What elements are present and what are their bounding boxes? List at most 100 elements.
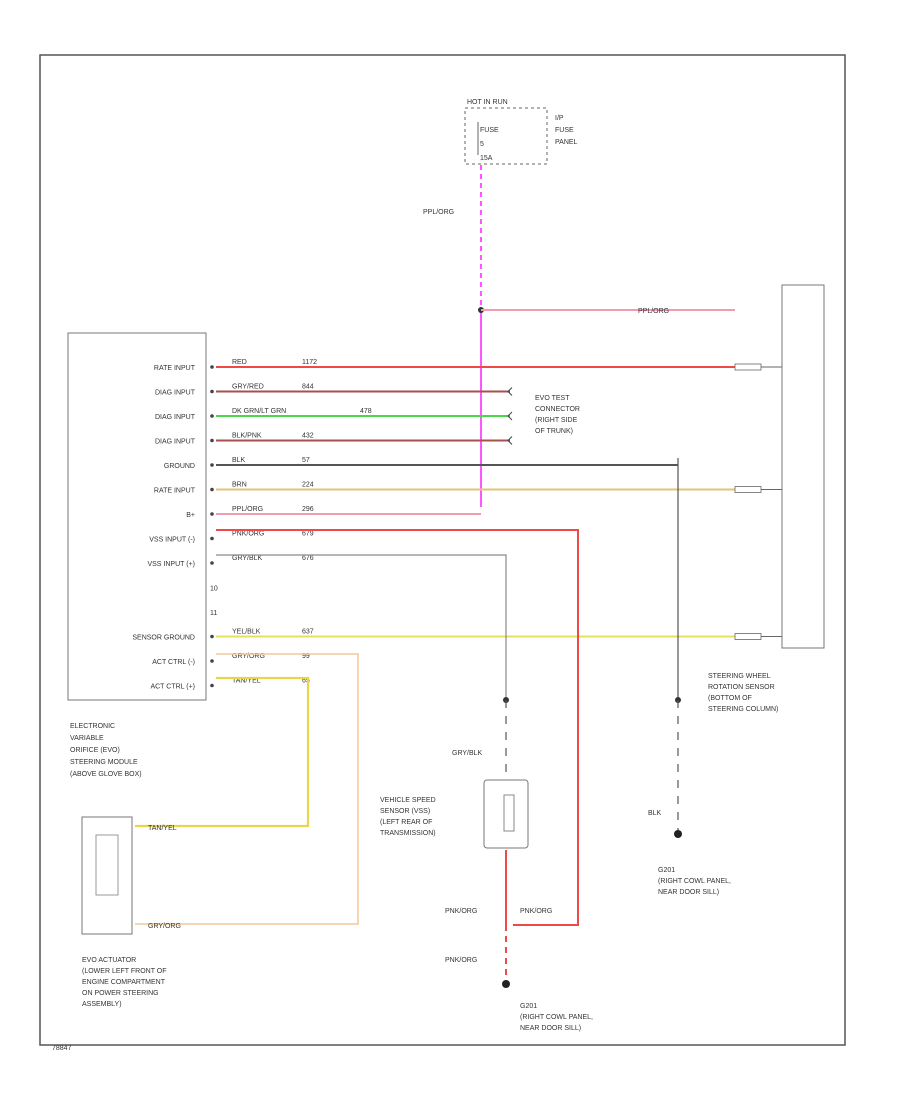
module-pin-label: GROUND	[164, 463, 195, 470]
module-name-line: VARIABLE	[70, 735, 104, 742]
fuse-panel-box	[464, 107, 548, 165]
ground-bottom-line: (RIGHT COWL PANEL,	[520, 1014, 593, 1021]
module-pin-label: SENSOR GROUND	[132, 635, 195, 642]
module-name-line: ELECTRONIC	[70, 723, 115, 730]
actuator-body	[95, 834, 119, 896]
ground-bottom-line: G201	[520, 1003, 537, 1010]
vss-line: TRANSMISSION)	[380, 830, 436, 837]
wire-color-label: GRY/RED	[232, 384, 264, 391]
pnk-org-loop-wire	[216, 529, 579, 926]
gry-org-wire	[135, 653, 359, 925]
wire-color-label: TAN/YEL	[232, 678, 261, 685]
sensor-connector-pin	[734, 486, 762, 493]
actuator-gry-label: GRY/ORG	[148, 923, 181, 930]
fuse-rating: 15A	[480, 155, 493, 162]
vss-box	[483, 779, 529, 849]
wire-color-label: PNK/ORG	[232, 531, 264, 538]
wire-circuit-label: 844	[302, 384, 314, 391]
test-connector-line: EVO TEST	[535, 395, 570, 402]
wire-circuit-label: 57	[302, 457, 310, 464]
ground-right-line: G201	[658, 867, 675, 874]
wire-color-label: BRN	[232, 482, 247, 489]
sensor-feed-label: PPL/ORG	[638, 308, 669, 315]
actuator-tan-label: TAN/YEL	[148, 825, 177, 832]
wire-circuit-label: 296	[302, 506, 314, 513]
pin-terminal	[210, 414, 214, 418]
test-connector-pin	[507, 411, 513, 421]
test-connector: EVO TEST CONNECTOR (RIGHT SIDE OF TRUNK)	[535, 395, 580, 435]
pin-terminal	[210, 536, 214, 541]
test-connector-line: OF TRUNK)	[535, 428, 573, 435]
wire-circuit-label: 99	[302, 653, 310, 660]
wire-color-label: PPL/ORG	[232, 506, 263, 513]
feed-wire-label: PPL/ORG	[423, 209, 454, 216]
ground-right-name: G201 (RIGHT COWL PANEL, NEAR DOOR SILL)	[658, 867, 731, 896]
module-pin-label: ACT CTRL (+)	[150, 684, 195, 691]
fuse-hot-label: HOT IN RUN	[467, 99, 508, 106]
wire-circuit-label: 478	[360, 408, 372, 415]
fuse-panel-label-2: FUSE	[555, 127, 574, 134]
vss-wire-label: GRY/BLK	[452, 750, 483, 757]
test-connector-line: (RIGHT SIDE	[535, 417, 578, 424]
ground-right-terminal	[674, 830, 682, 838]
steering-sensor-box	[781, 284, 825, 649]
module-pin-number: 11	[210, 610, 217, 617]
module-pin-label: DIAG INPUT	[155, 439, 196, 446]
fuse-panel: HOT IN RUN FUSE 5 15A I/P FUSE PANEL	[464, 99, 578, 165]
ground-bottom-name: G201 (RIGHT COWL PANEL, NEAR DOOR SILL)	[520, 1003, 593, 1032]
wire-color-label: GRY/BLK	[232, 555, 263, 562]
wire-circuit-label: 224	[302, 482, 314, 489]
ground-bottom-line: NEAR DOOR SILL)	[520, 1025, 581, 1032]
pin-terminal	[210, 512, 214, 516]
module-name-line: STEERING MODULE	[70, 759, 138, 766]
fuse-panel-label-1: I/P	[555, 115, 564, 122]
wire-color-label: YEL/BLK	[232, 629, 261, 636]
module-pin-label: RATE INPUT	[154, 488, 196, 495]
fuse-panel-label-3: PANEL	[555, 139, 578, 146]
diagram-frame	[39, 54, 846, 1046]
tan-yel-wire	[135, 676, 310, 828]
test-connector-line: CONNECTOR	[535, 406, 580, 413]
vss-line: (LEFT REAR OF	[380, 819, 432, 826]
footer-code: 78847	[52, 1045, 72, 1052]
module-pin-label: VSS INPUT (+)	[147, 561, 195, 568]
actuator-box	[81, 816, 133, 935]
vss-line: SENSOR (VSS)	[380, 808, 430, 815]
module-pin-label: ACT CTRL (-)	[152, 659, 195, 666]
ground-bottom-terminal	[502, 980, 510, 988]
vss-pnk-label-3: PNK/ORG	[445, 957, 477, 964]
steering-sensor-line: STEERING WHEEL	[708, 673, 771, 680]
ground-right-line: (RIGHT COWL PANEL,	[658, 878, 731, 885]
ground-right-line: NEAR DOOR SILL)	[658, 889, 719, 896]
actuator-line: EVO ACTUATOR	[82, 957, 136, 964]
sensor-connector-pin	[734, 363, 762, 371]
pin-terminal	[210, 634, 214, 639]
wire-circuit-label: 432	[302, 433, 314, 440]
test-connector-pin	[507, 387, 513, 396]
sensor-connector-pin	[734, 633, 762, 640]
vss-pnk-label-1: PNK/ORG	[445, 908, 477, 915]
fuse-number: 5	[480, 141, 484, 148]
wire-circuit-label: 637	[302, 629, 314, 636]
wire-circuit-label: 1172	[302, 359, 317, 366]
steering-sensor-line: (BOTTOM OF	[708, 695, 752, 702]
module-pin-label: DIAG INPUT	[155, 414, 196, 421]
wire-color-label: BLK	[232, 457, 246, 464]
pin-terminal	[210, 365, 214, 369]
actuator-line: ASSEMBLY)	[82, 1001, 122, 1008]
module-pin-label: VSS INPUT (-)	[149, 537, 195, 544]
steering-sensor-line: ROTATION SENSOR	[708, 684, 775, 691]
wire-circuit-label: 679	[302, 531, 314, 538]
pin-terminal	[210, 389, 214, 394]
pin-terminal	[210, 659, 214, 663]
fuse-label: FUSE	[480, 127, 499, 134]
module-pin-number: 10	[210, 586, 218, 593]
actuator-line: (LOWER LEFT FRONT OF	[82, 968, 167, 975]
actuator-line: ON POWER STEERING	[82, 990, 159, 997]
